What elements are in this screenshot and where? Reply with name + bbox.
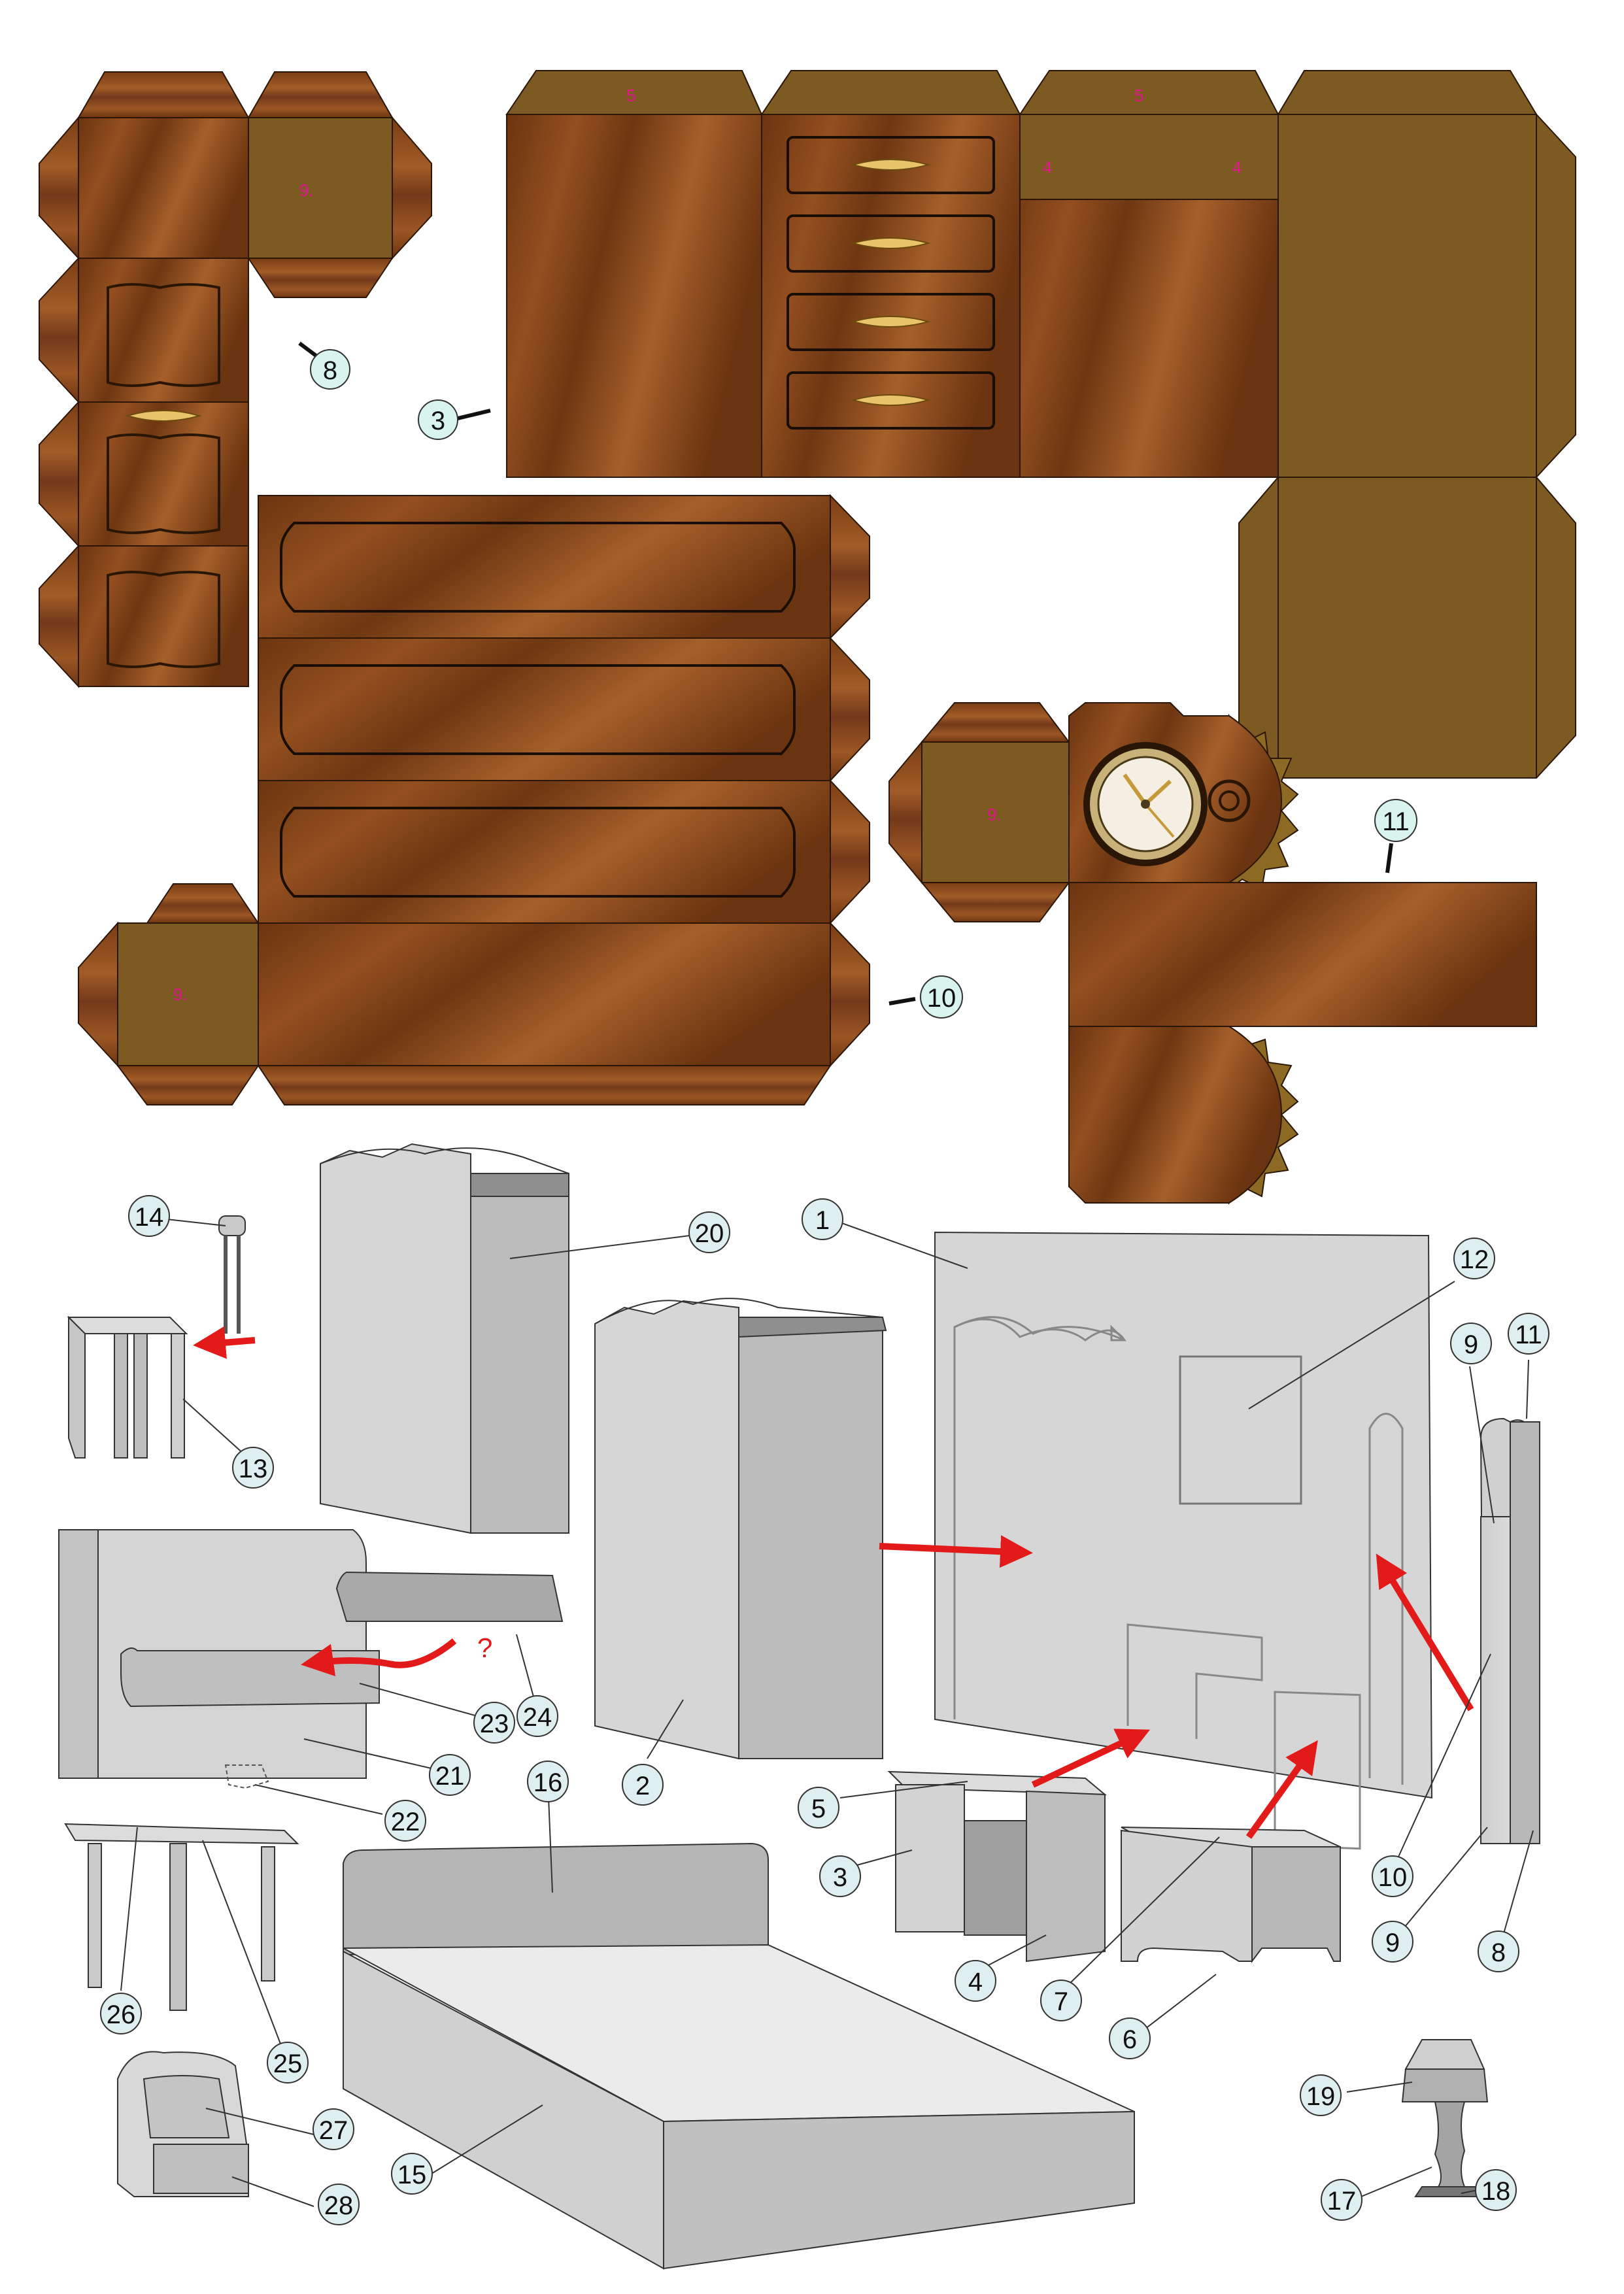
- glue-mark-5: 5: [1134, 86, 1143, 105]
- part-number: 3: [833, 1863, 847, 1892]
- glue-mark-9: 9.: [173, 985, 188, 1004]
- glue-mark-9: 9.: [299, 180, 314, 200]
- part-number: 20: [695, 1219, 724, 1248]
- wardrobe-outline: [953, 1318, 1126, 1719]
- part-number: 14: [135, 1203, 164, 1232]
- cutout-number-badge: [920, 975, 963, 1019]
- part-number: 28: [324, 2191, 354, 2220]
- assembly-number-labels: 14 20 1 12 9 11 13 23 24 21 22 2 5 3 4 7…: [107, 1203, 1542, 2220]
- part-number: 25: [273, 2049, 303, 2078]
- wall-panel: [934, 1231, 1433, 1799]
- desk-outline: [1126, 1623, 1263, 1739]
- cutout-part-10: [78, 494, 870, 1105]
- cutout-number-badge: [310, 349, 350, 390]
- glue-mark-9: 9.: [987, 805, 1002, 824]
- part-number: 9: [1464, 1330, 1478, 1359]
- part-number: 26: [107, 2000, 136, 2029]
- cutout-number: 3: [431, 407, 445, 435]
- cutout-number: 10: [927, 984, 956, 1013]
- leader-lines: [120, 1219, 1534, 2207]
- part-number: 16: [533, 1768, 563, 1797]
- cutout-number: 8: [323, 356, 337, 385]
- brass-handle-icon: [125, 410, 202, 422]
- part-number: 12: [1460, 1245, 1489, 1274]
- part-number: 4: [968, 1968, 983, 1997]
- part-number: 8: [1491, 1938, 1506, 1967]
- part-number: 7: [1054, 1987, 1068, 2016]
- part-number: 6: [1123, 2025, 1137, 2054]
- part-number: 15: [398, 2161, 427, 2189]
- callout-pointer: [888, 997, 916, 1005]
- callout-pointer: [457, 409, 491, 420]
- part-number: 10: [1378, 1863, 1408, 1892]
- assembly-arrows: [193, 1326, 1474, 1839]
- part-number: 13: [239, 1455, 268, 1483]
- part-number: 18: [1481, 2177, 1511, 2206]
- assembly-number-badges: [100, 1195, 1549, 2225]
- question-mark-label: ?: [477, 1632, 492, 1663]
- part-number: 22: [391, 1808, 420, 1836]
- cutout-number-badge: [418, 399, 458, 440]
- glue-mark-4: 4: [1232, 158, 1242, 177]
- part-number: 21: [435, 1762, 465, 1791]
- part-number: 17: [1327, 2187, 1357, 2216]
- part-number: 24: [523, 1703, 552, 1732]
- part-number: 23: [480, 1710, 509, 1738]
- clock-outline: [1368, 1413, 1404, 1785]
- part-number: 19: [1306, 2082, 1336, 2111]
- part-number: 2: [635, 1772, 650, 1800]
- part-number: 9: [1385, 1929, 1400, 1957]
- glue-mark-5: 5: [626, 86, 635, 105]
- cutout-part-8: [39, 71, 432, 688]
- glue-mark-4: 4: [1043, 158, 1052, 177]
- cutout-number: 11: [1382, 807, 1410, 836]
- callout-pointer: [1385, 843, 1393, 873]
- picture-frame: [1179, 1355, 1302, 1505]
- brass-handle-icon: [851, 159, 931, 406]
- part-number: 11: [1515, 1321, 1542, 1349]
- part-number: 1: [815, 1206, 830, 1235]
- cutout-part-3: [505, 70, 1576, 779]
- cutout-number-badge: [1374, 799, 1417, 842]
- assembly-diagram: [58, 1143, 1540, 2270]
- part-number: 5: [811, 1795, 826, 1823]
- clock-face-icon: [1083, 742, 1251, 866]
- part-number: 27: [319, 2116, 348, 2145]
